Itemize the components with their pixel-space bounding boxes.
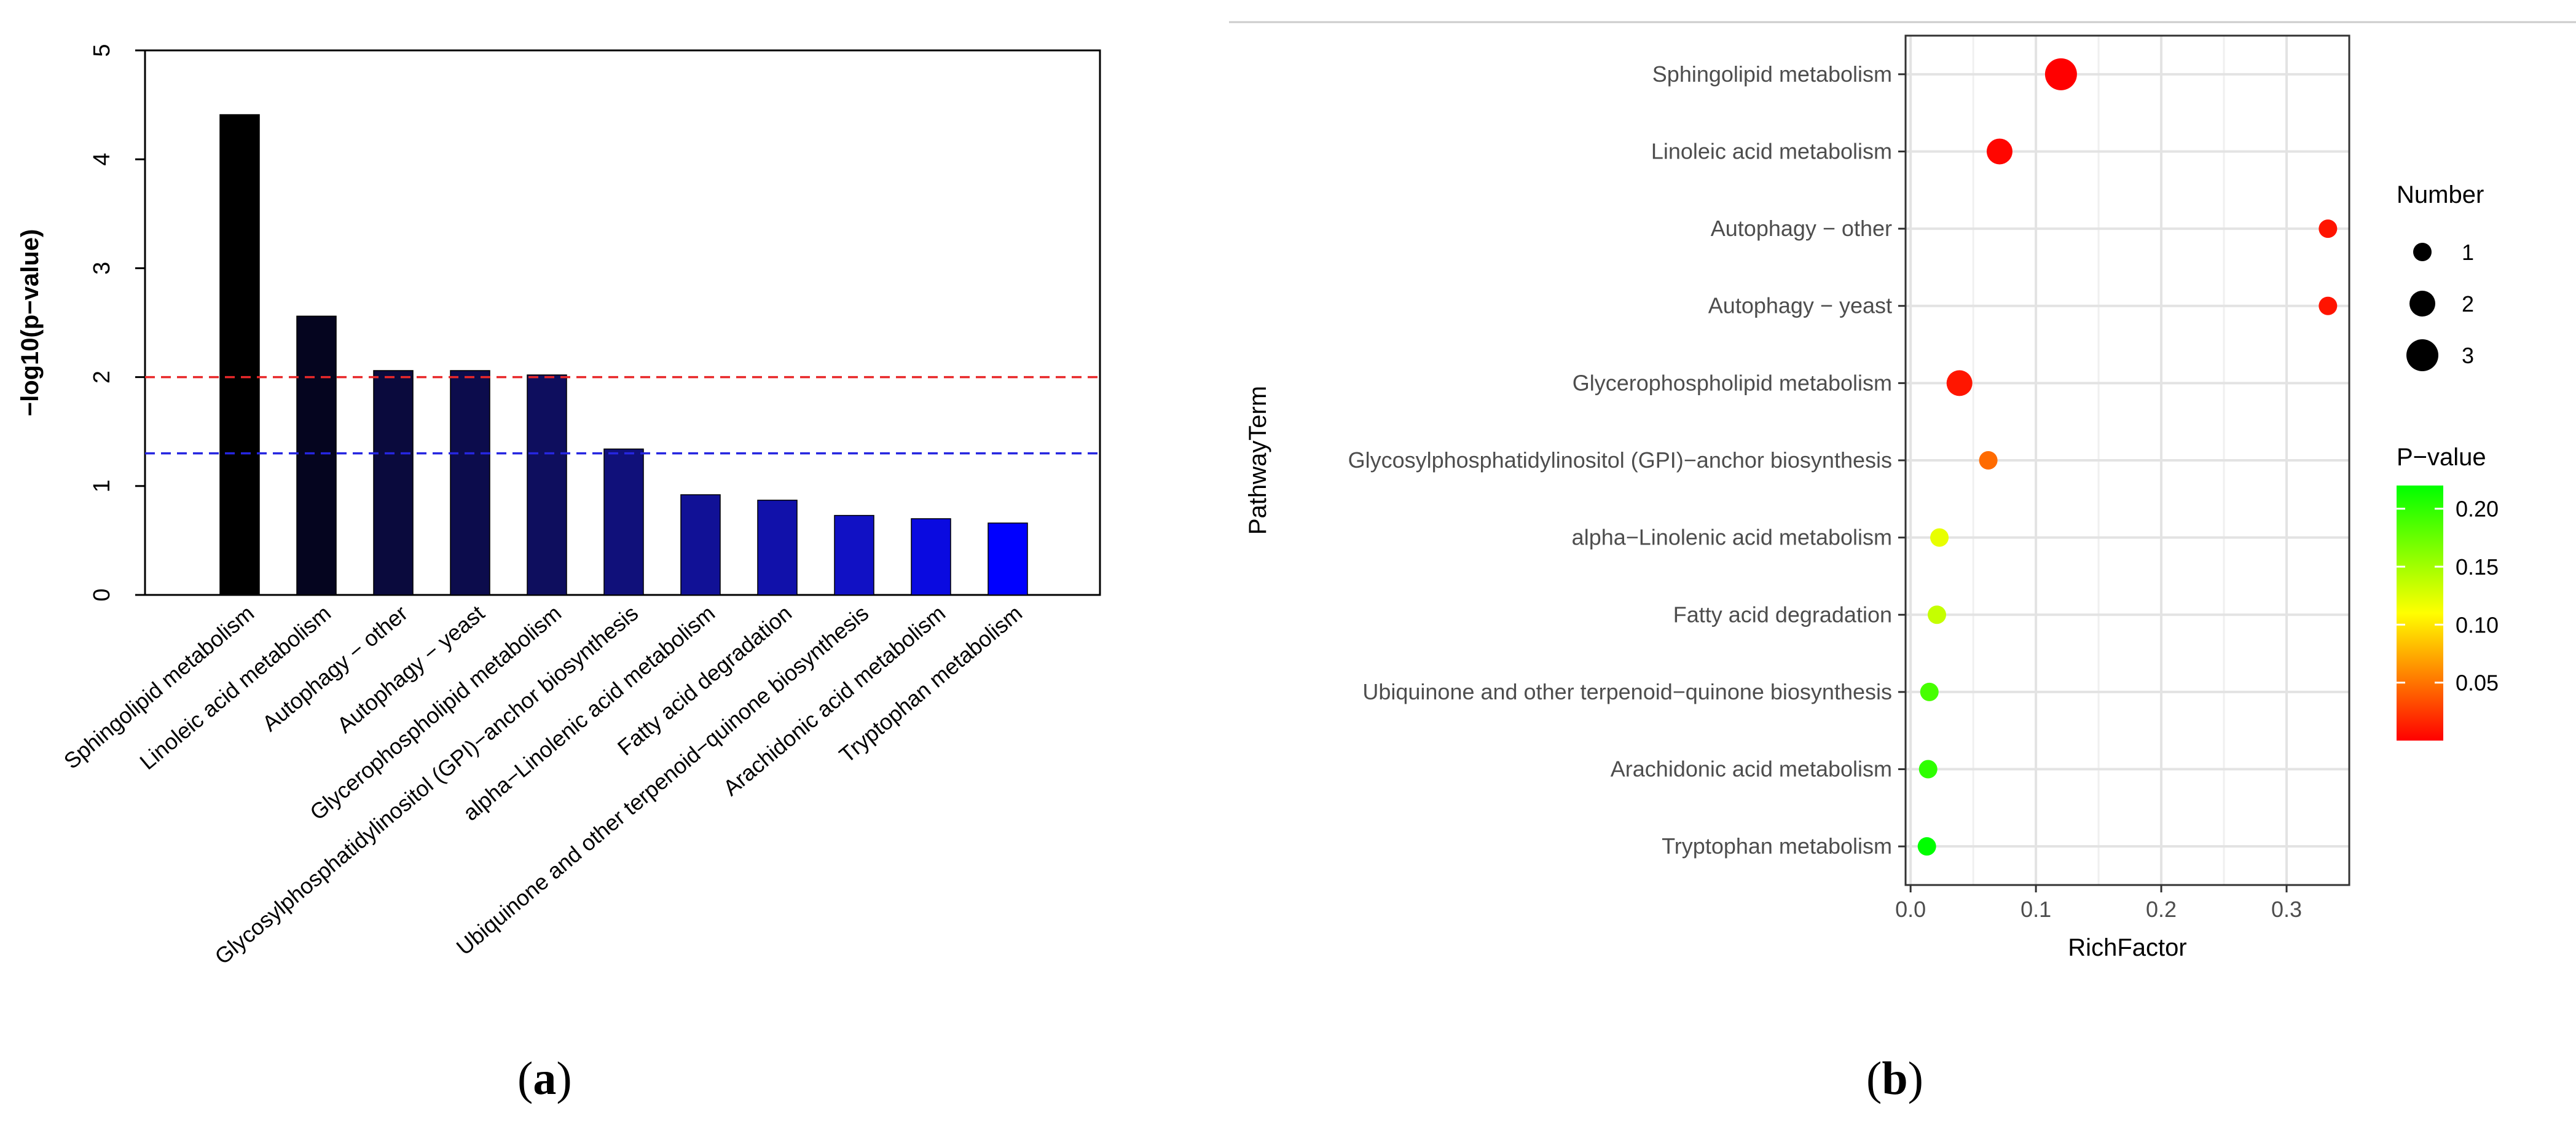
size-legend-label: 1 <box>2462 240 2474 265</box>
x-axis-label: RichFactor <box>2068 934 2186 961</box>
y-tick-label: Glycerophospholipid metabolism <box>1573 370 1892 395</box>
size-legend-title: Number <box>2397 181 2484 208</box>
color-legend-label: 0.20 <box>2456 497 2499 522</box>
point-autophagy-other <box>2319 219 2338 238</box>
size-legend-label: 2 <box>2462 291 2474 317</box>
point-alpha-linolenic-acid-metabolism <box>1930 528 1949 547</box>
size-legend-key <box>2409 291 2435 317</box>
y-tick-label: alpha−Linolenic acid metabolism <box>1572 525 1892 550</box>
y-tick-label: 1 <box>89 479 115 492</box>
bar-sphingolipid-metabolism <box>219 114 260 596</box>
bar-autophagy-other <box>373 370 414 596</box>
color-legend-title: P−value <box>2397 444 2486 471</box>
bar-tryptophan-metabolism <box>988 522 1028 596</box>
bar-autophagy-yeast <box>450 370 490 596</box>
x-tick-label: 0.1 <box>2020 897 2051 922</box>
bar-glycosylphosphatidylinositol-gpi-anchor-biosynthesis <box>603 448 644 596</box>
x-tick-label: 0.2 <box>2146 897 2177 922</box>
point-arachidonic-acid-metabolism <box>1918 760 1938 779</box>
panel-label-a: (a) <box>517 1053 572 1104</box>
point-autophagy-yeast <box>2319 296 2338 315</box>
point-tryptophan-metabolism <box>1917 837 1936 856</box>
bar-arachidonic-acid-metabolism <box>911 518 951 596</box>
bar-glycerophospholipid-metabolism <box>527 374 567 596</box>
y-tick-label: Arachidonic acid metabolism <box>1611 757 1892 782</box>
panel-label-b-letter: b <box>1882 1053 1908 1104</box>
bar-alpha-linolenic-acid-metabolism <box>680 494 721 596</box>
size-legend-key <box>2413 243 2432 261</box>
color-legend-label: 0.10 <box>2456 612 2499 637</box>
bar-linoleic-acid-metabolism <box>296 315 337 596</box>
size-legend-label: 3 <box>2462 343 2474 368</box>
y-axis-label: PathwayTerm <box>1244 386 1271 535</box>
bar-fatty-acid-degradation <box>757 500 798 596</box>
y-tick-label: 5 <box>89 44 115 57</box>
point-fatty-acid-degradation <box>1927 605 1946 624</box>
y-tick-label: 2 <box>89 371 115 384</box>
y-tick-label: Glycosylphosphatidylinositol (GPI)−ancho… <box>1348 447 1892 473</box>
y-tick-label: 0 <box>89 588 115 601</box>
y-tick-label: Tryptophan metabolism <box>1662 833 1892 859</box>
y-tick-label: Autophagy − yeast <box>1708 293 1892 318</box>
y-tick-label: Sphingolipid metabolism <box>1652 61 1892 87</box>
y-tick-label: 4 <box>89 153 115 166</box>
bar-ubiquinone-and-other-terpenoid-quinone-biosynthesis <box>834 514 874 596</box>
y-axis-label: −log10(p−value) <box>17 229 44 417</box>
color-legend-bar <box>2397 486 2443 741</box>
x-tick-label: 0.3 <box>2271 897 2302 922</box>
y-tick-label: 3 <box>89 262 115 275</box>
y-tick-label: Ubiquinone and other terpenoid−quinone b… <box>1362 679 1892 704</box>
point-glycosylphosphatidylinositol-gpi-anchor-biosynthesis <box>1979 451 1998 470</box>
y-tick-label: Linoleic acid metabolism <box>1651 138 1892 163</box>
panel-label-a-letter: a <box>533 1053 557 1104</box>
color-legend-label: 0.15 <box>2456 554 2499 580</box>
point-linoleic-acid-metabolism <box>1986 138 2012 165</box>
panel-label-b: (b) <box>1866 1053 1923 1104</box>
x-tick-label: 0.0 <box>1895 897 1926 922</box>
point-ubiquinone-and-other-terpenoid-quinone-biosynthesis <box>1920 682 1939 701</box>
size-legend-key <box>2406 339 2438 371</box>
y-tick-label: Autophagy − other <box>1711 216 1892 241</box>
point-sphingolipid-metabolism <box>2044 58 2077 90</box>
y-tick-label: Fatty acid degradation <box>1673 602 1892 627</box>
color-legend-label: 0.05 <box>2456 671 2499 696</box>
point-glycerophospholipid-metabolism <box>1946 370 1973 396</box>
